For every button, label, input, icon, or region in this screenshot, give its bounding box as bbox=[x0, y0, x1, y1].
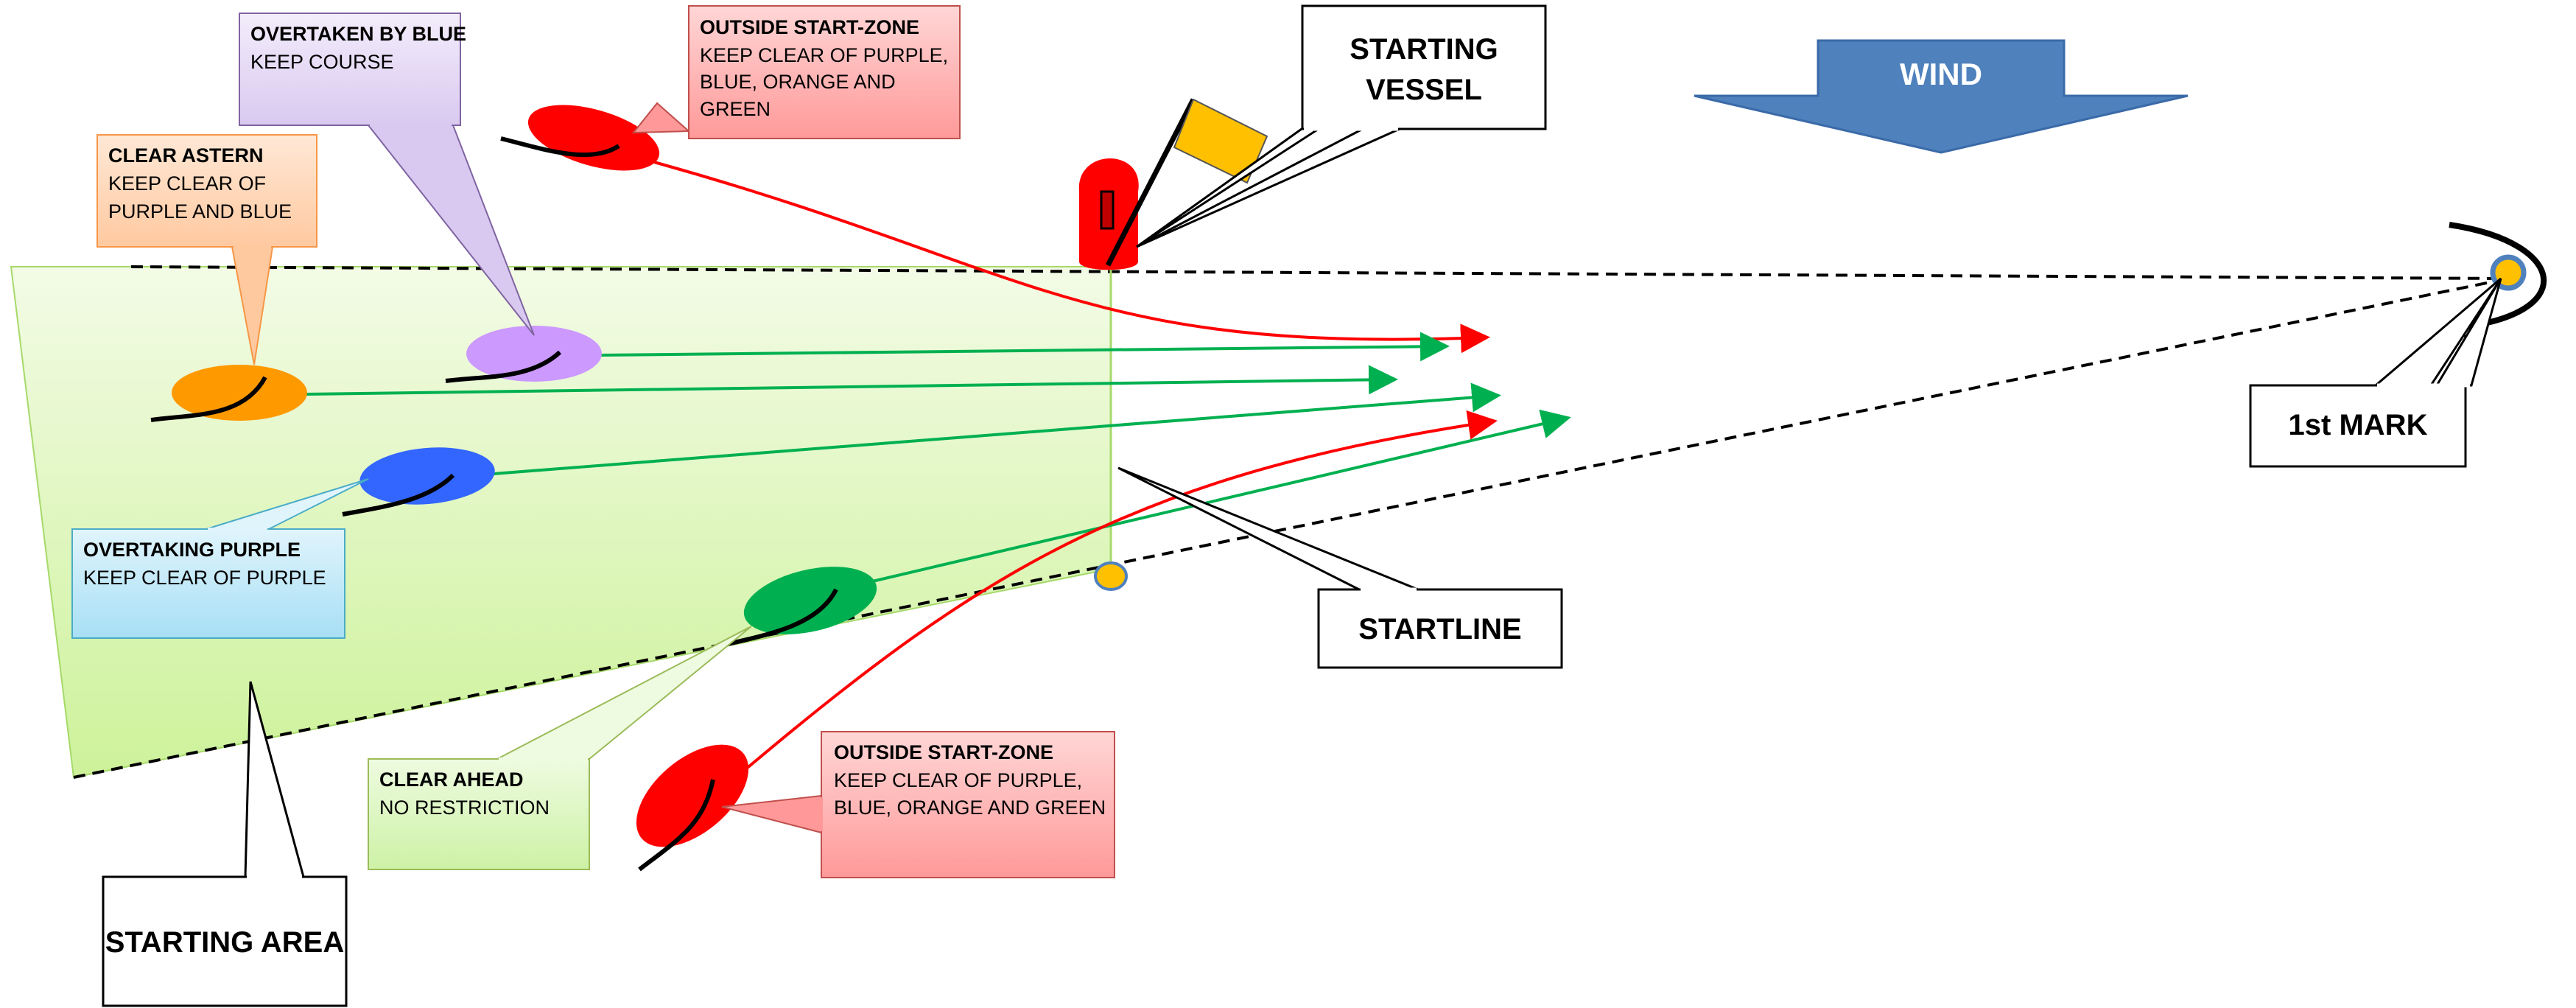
starting-vessel-label-line1: STARTING bbox=[1350, 33, 1498, 66]
note-red-bottom-line2: BLUE, ORANGE AND GREEN bbox=[834, 797, 1106, 819]
note-orange-line2: PURPLE AND BLUE bbox=[108, 200, 292, 223]
startline-label: STARTLINE bbox=[1358, 613, 1521, 645]
boat-red-bottom bbox=[636, 744, 749, 872]
note-purple-line1: KEEP COURSE bbox=[250, 51, 394, 73]
wind-label: WIND bbox=[1900, 57, 1982, 91]
boat-orange bbox=[150, 365, 307, 422]
callout-startline: STARTLINE bbox=[1117, 466, 1563, 669]
note-red-top-title: OUTSIDE START-ZONE bbox=[700, 16, 919, 38]
note-red-top-line2: BLUE, ORANGE AND bbox=[700, 71, 896, 93]
boat-purple bbox=[445, 326, 602, 383]
note-red-top: OUTSIDE START-ZONE KEEP CLEAR OF PURPLE,… bbox=[631, 5, 961, 139]
callout-starting-area: STARTING AREA bbox=[102, 681, 348, 1007]
layline-bottom bbox=[73, 277, 2509, 779]
track-red-bottom bbox=[706, 410, 1498, 803]
note-red-top-line1: KEEP CLEAR OF PURPLE, bbox=[700, 44, 948, 66]
track-blue bbox=[493, 382, 1501, 475]
boat-red-top bbox=[500, 105, 660, 171]
track-orange bbox=[305, 365, 1398, 396]
starting-vessel bbox=[1078, 98, 1268, 270]
starting-vessel-label-line2: VESSEL bbox=[1366, 74, 1482, 106]
note-purple: OVERTAKEN BY BLUE KEEP COURSE bbox=[239, 13, 535, 336]
track-red-top bbox=[640, 157, 1490, 354]
note-red-bottom: OUTSIDE START-ZONE KEEP CLEAR OF PURPLE,… bbox=[721, 731, 1115, 878]
start-flag-icon bbox=[1173, 98, 1268, 184]
note-blue: OVERTAKING PURPLE KEEP CLEAR OF PURPLE bbox=[71, 478, 369, 639]
callout-first-mark: 1st MARK bbox=[2249, 277, 2502, 468]
note-purple-title: OVERTAKEN BY BLUE bbox=[250, 23, 466, 45]
callout-starting-vessel: STARTING VESSEL bbox=[1136, 4, 1547, 248]
first-mark-label: 1st MARK bbox=[2289, 409, 2428, 441]
note-orange: CLEAR ASTERN KEEP CLEAR OF PURPLE AND BL… bbox=[96, 134, 317, 365]
layline-top bbox=[130, 265, 2509, 280]
note-orange-title: CLEAR ASTERN bbox=[108, 144, 264, 167]
track-green bbox=[868, 409, 1571, 584]
note-red-top-line3: GREEN bbox=[700, 98, 771, 120]
boat-green bbox=[714, 567, 877, 649]
note-blue-line1: KEEP CLEAR OF PURPLE bbox=[83, 567, 326, 589]
note-green-line1: NO RESTRICTION bbox=[379, 797, 550, 819]
track-purple bbox=[600, 332, 1450, 362]
starting-area-label: STARTING AREA bbox=[105, 926, 344, 959]
boat-tracks bbox=[305, 157, 1571, 803]
note-red-bottom-title: OUTSIDE START-ZONE bbox=[834, 741, 1053, 763]
note-orange-line1: KEEP CLEAR OF bbox=[108, 172, 266, 195]
note-red-bottom-line1: KEEP CLEAR OF PURPLE, bbox=[834, 769, 1082, 791]
wind-arrow: WIND bbox=[1694, 39, 2189, 154]
pin-end-mark bbox=[1094, 561, 1128, 591]
boat-blue bbox=[342, 447, 495, 517]
note-green: CLEAR AHEAD NO RESTRICTION bbox=[368, 626, 752, 870]
note-blue-title: OVERTAKING PURPLE bbox=[83, 539, 301, 561]
note-green-title: CLEAR AHEAD bbox=[379, 769, 524, 791]
